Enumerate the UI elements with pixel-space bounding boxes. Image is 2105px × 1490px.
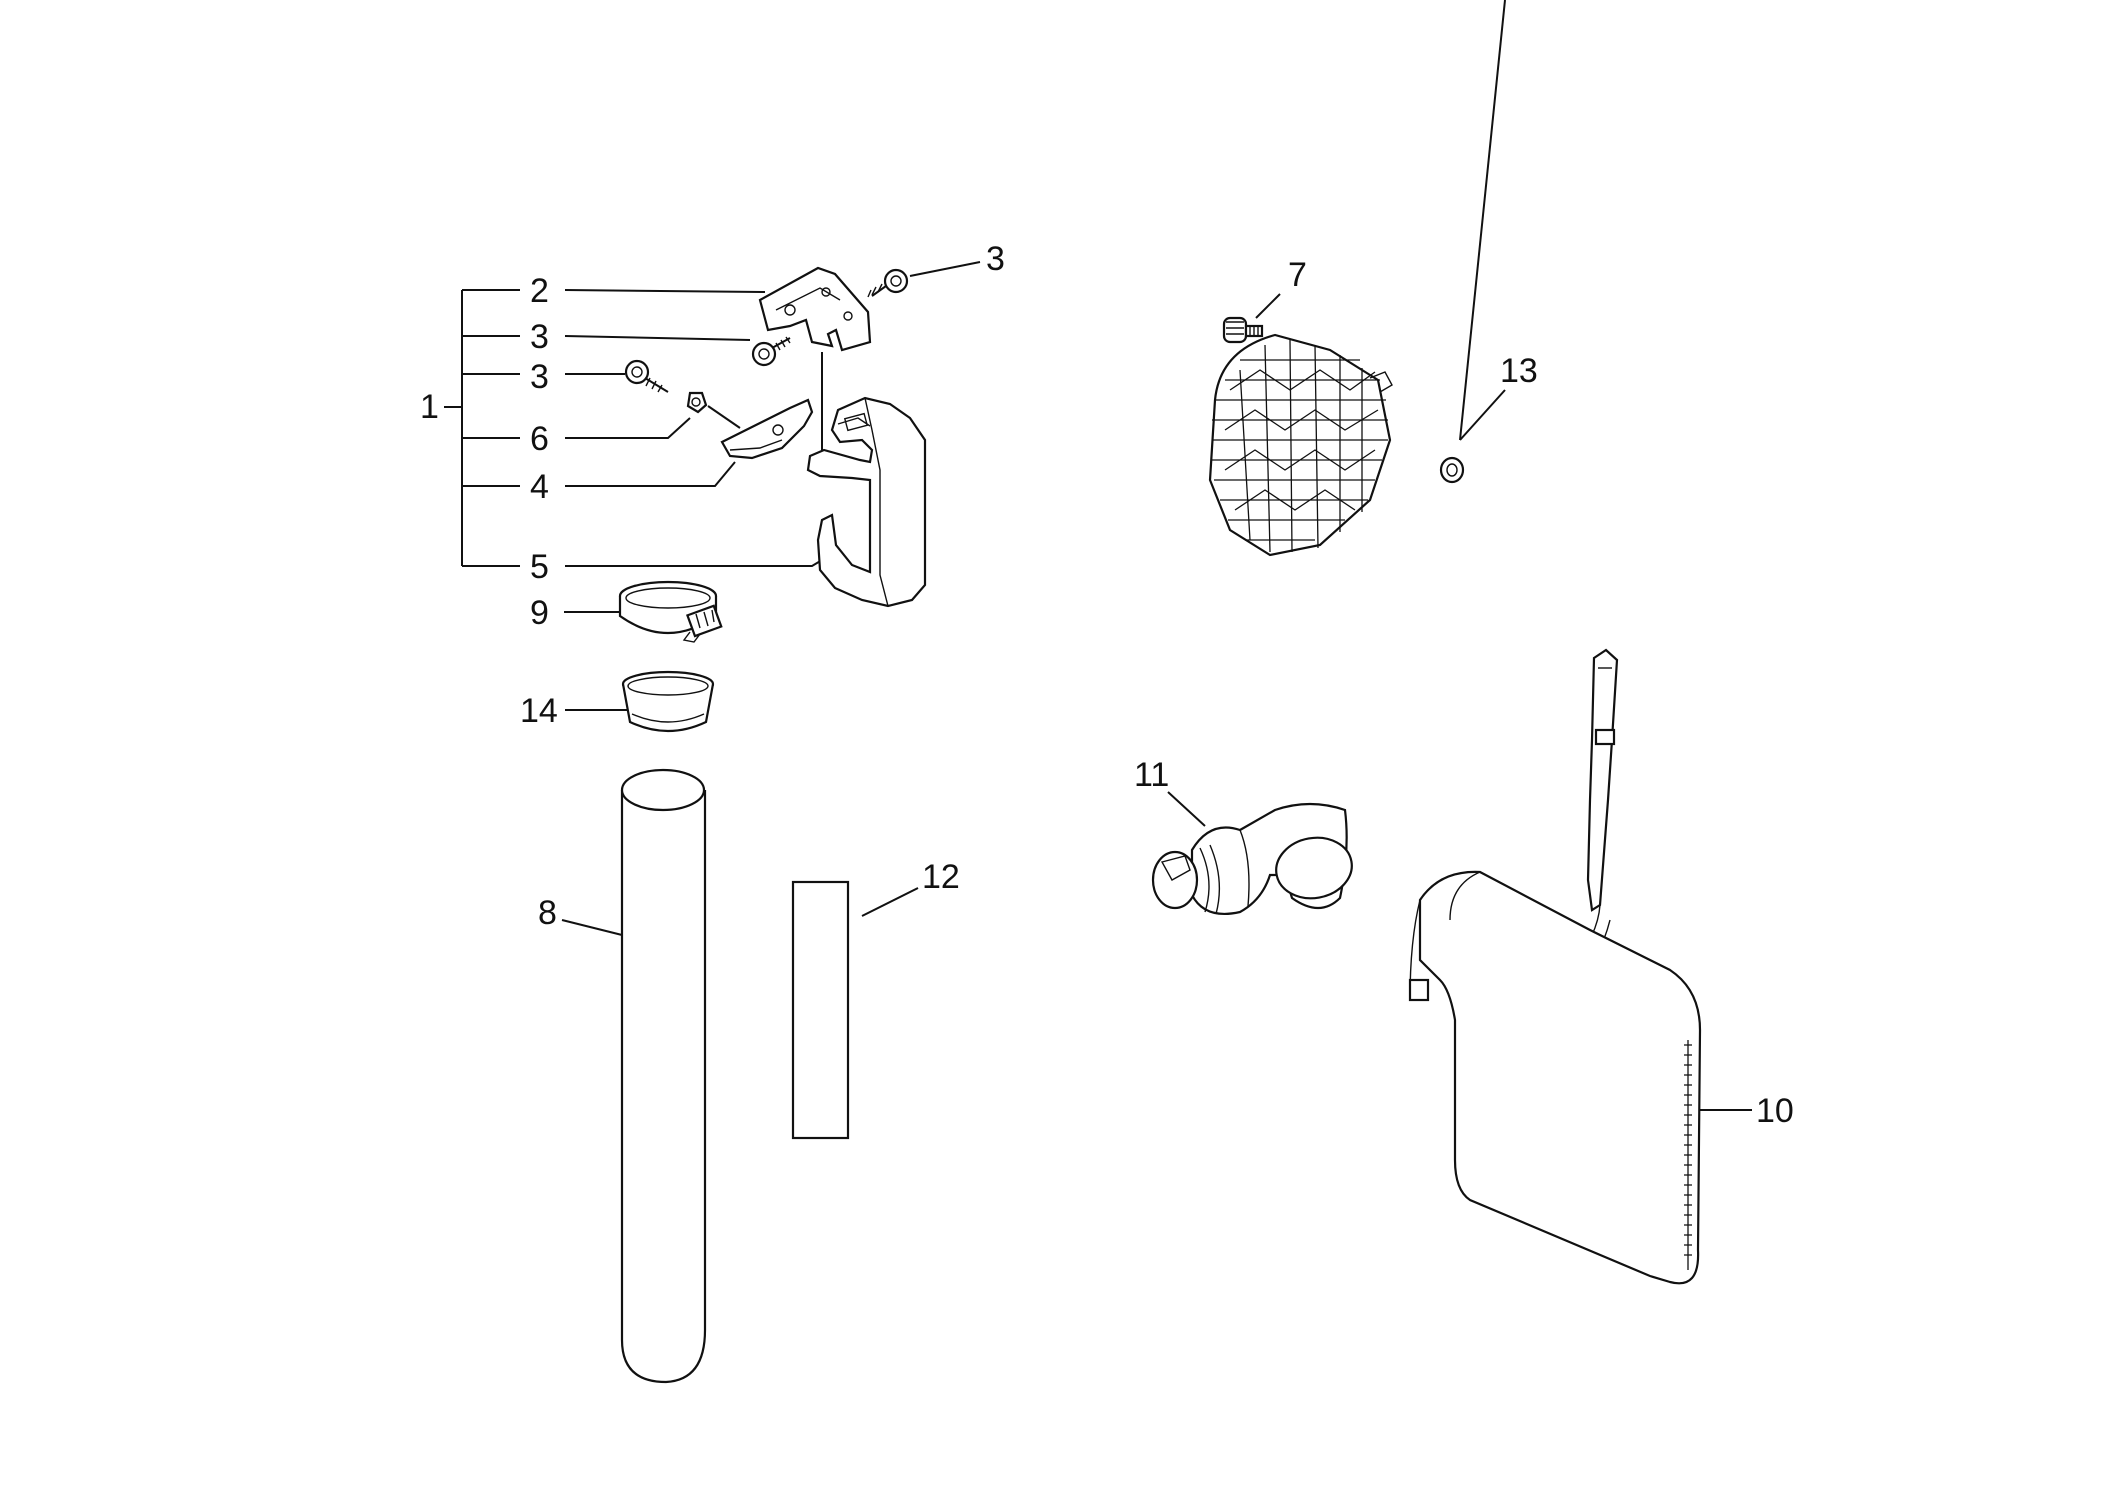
callout-labels: 1 2 3 3 6 4 5 3 9 14 8 12 7 13 11 10: [420, 240, 1794, 1130]
part-8-tube: [620, 768, 707, 1384]
part-5-handle: [806, 396, 927, 608]
callout-3-top: 3: [986, 240, 1005, 278]
part-3-screw-b: [624, 359, 669, 393]
part-11-elbow: [1151, 802, 1353, 916]
part-2-bracket: [758, 266, 872, 450]
callout-3-a: 3: [530, 318, 549, 356]
callout-1: 1: [420, 388, 439, 426]
callout-13: 13: [1500, 352, 1538, 390]
callout-8: 8: [538, 894, 557, 932]
part-13-washer: [1439, 456, 1465, 484]
callout-3-b: 3: [530, 358, 549, 396]
callout-6: 6: [530, 420, 549, 458]
part-3-screw-top: [867, 268, 909, 298]
callout-9: 9: [530, 594, 549, 632]
callout-11: 11: [1134, 756, 1169, 794]
part-14-sleeve: [621, 670, 715, 733]
part-10-bag: [1408, 648, 1702, 1285]
callout-7: 7: [1288, 256, 1307, 294]
callout-14: 14: [520, 692, 558, 730]
part-4-lever: [720, 398, 814, 460]
callout-10: 10: [1756, 1092, 1794, 1130]
part-9-clamp: [618, 580, 723, 643]
callout-2: 2: [530, 272, 549, 310]
callout-5: 5: [530, 548, 549, 586]
callout-4: 4: [530, 468, 549, 506]
part-guard-grill: [1208, 333, 1393, 557]
part-12-strip: [791, 880, 850, 1140]
part-6-nut: [686, 391, 741, 429]
part-7-knob-screw: [1222, 316, 1264, 344]
part-3-screw-a: [751, 336, 791, 367]
callout-12: 12: [922, 858, 960, 896]
